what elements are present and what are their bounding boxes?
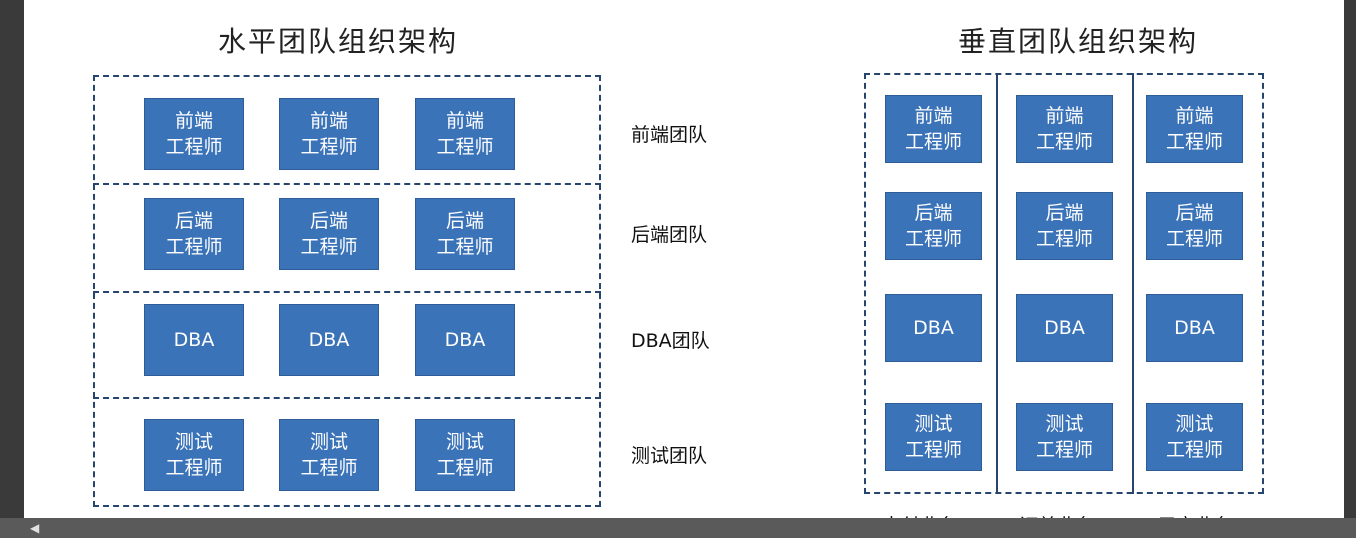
role-box-line: 工程师 <box>1035 439 1093 461</box>
role-box: 测试工程师 <box>279 419 379 491</box>
role-box-line: 测试 <box>309 431 348 453</box>
role-box-line: 前端 <box>1175 105 1214 127</box>
right-letterbox <box>1344 0 1356 538</box>
role-box: 后端工程师 <box>415 198 515 270</box>
role-box-line: 测试 <box>914 413 953 435</box>
role-box: 前端工程师 <box>415 98 515 170</box>
role-box-line: DBA <box>913 317 954 339</box>
role-box: 前端工程师 <box>144 98 244 170</box>
role-box-line: 工程师 <box>300 136 358 158</box>
vertical-title: 垂直团队组织架构 <box>958 25 1199 58</box>
role-box-line: 工程师 <box>1165 131 1223 153</box>
column-divider <box>1132 73 1134 494</box>
role-box-line: 前端 <box>1045 105 1084 127</box>
role-box: 前端工程师 <box>279 98 379 170</box>
team-label: 前端团队 <box>631 124 708 146</box>
role-box-line: 工程师 <box>904 131 962 153</box>
role-box: 测试工程师 <box>885 403 982 471</box>
role-box: 前端工程师 <box>1016 95 1113 163</box>
row-divider <box>93 291 601 293</box>
team-label: 测试团队 <box>631 445 708 467</box>
role-box: 前端工程师 <box>885 95 982 163</box>
role-box: DBA <box>1016 294 1113 362</box>
role-box-line: 后端 <box>1175 202 1214 224</box>
role-box-line: 测试 <box>1175 413 1214 435</box>
left-letterbox <box>0 0 24 538</box>
role-box-line: 工程师 <box>300 457 358 479</box>
role-box: 测试工程师 <box>415 419 515 491</box>
role-box: 后端工程师 <box>1016 192 1113 260</box>
horizontal-title: 水平团队组织架构 <box>218 25 459 58</box>
role-box-line: 后端 <box>309 210 348 232</box>
role-box-line: 工程师 <box>436 136 494 158</box>
video-control-bar[interactable] <box>0 518 1356 538</box>
role-box-line: 前端 <box>914 105 953 127</box>
role-box: 后端工程师 <box>1146 192 1243 260</box>
role-box-line: 工程师 <box>436 236 494 258</box>
role-box: DBA <box>144 304 244 376</box>
role-box: 后端工程师 <box>279 198 379 270</box>
role-box-line: 工程师 <box>165 457 223 479</box>
role-box-line: 工程师 <box>1035 131 1093 153</box>
role-box-line: 工程师 <box>165 236 223 258</box>
role-box-line: 工程师 <box>300 236 358 258</box>
role-box-line: 工程师 <box>165 136 223 158</box>
row-divider <box>93 397 601 399</box>
role-box-line: 后端 <box>174 210 213 232</box>
vertical-frame <box>864 73 1264 494</box>
role-box-line: DBA <box>1044 317 1085 339</box>
role-box-line: 工程师 <box>904 228 962 250</box>
row-divider <box>93 183 601 185</box>
role-box-line: 测试 <box>445 431 484 453</box>
role-box: DBA <box>885 294 982 362</box>
role-box: DBA <box>1146 294 1243 362</box>
role-box-line: 工程师 <box>1035 228 1093 250</box>
role-box-line: 工程师 <box>436 457 494 479</box>
team-label: 后端团队 <box>631 224 708 246</box>
role-box-line: 前端 <box>309 110 348 132</box>
role-box-line: 工程师 <box>1165 228 1223 250</box>
role-box-line: 前端 <box>174 110 213 132</box>
role-box: 测试工程师 <box>1146 403 1243 471</box>
role-box-line: DBA <box>173 329 215 351</box>
role-box: 测试工程师 <box>144 419 244 491</box>
role-box-line: 工程师 <box>904 439 962 461</box>
role-box: 测试工程师 <box>1016 403 1113 471</box>
role-box-line: 后端 <box>1045 202 1084 224</box>
column-divider <box>996 73 998 494</box>
role-box-line: 测试 <box>1045 413 1084 435</box>
role-box: 后端工程师 <box>885 192 982 260</box>
role-box-line: DBA <box>1174 317 1215 339</box>
role-box: DBA <box>415 304 515 376</box>
role-box: DBA <box>279 304 379 376</box>
role-box-line: 前端 <box>445 110 484 132</box>
role-box-line: 后端 <box>445 210 484 232</box>
role-box-line: DBA <box>444 329 486 351</box>
play-icon[interactable]: ◀ <box>30 521 40 535</box>
role-box: 前端工程师 <box>1146 95 1243 163</box>
role-box: 后端工程师 <box>144 198 244 270</box>
role-box-line: 测试 <box>174 431 213 453</box>
team-label: DBA团队 <box>631 330 710 352</box>
role-box-line: DBA <box>308 329 350 351</box>
role-box-line: 工程师 <box>1165 439 1223 461</box>
role-box-line: 后端 <box>914 202 953 224</box>
